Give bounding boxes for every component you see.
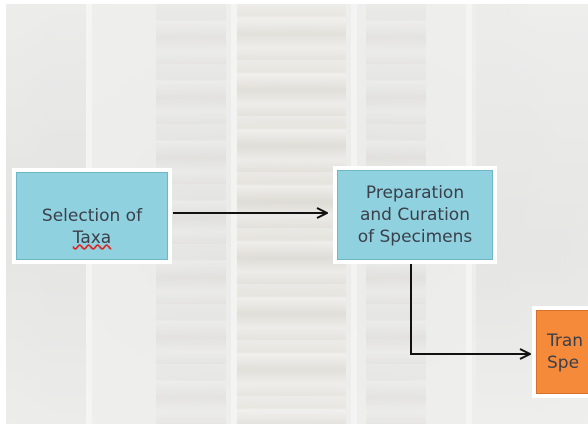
node-selection-line1: Selection of Taxa xyxy=(41,206,143,248)
node-preparation-and-curation: Preparation and Curation of Specimens xyxy=(333,166,497,264)
misspelled-word-highlight: Taxa xyxy=(72,228,112,248)
node-transfer-label: Tran Spe xyxy=(547,331,584,373)
node-preparation-label: Preparation and Curation of Specimens xyxy=(357,183,473,247)
node-transfer-of-specimens: Tran Spe xyxy=(532,306,588,398)
node-selection-of-taxa: Selection of Taxa xyxy=(12,168,172,264)
